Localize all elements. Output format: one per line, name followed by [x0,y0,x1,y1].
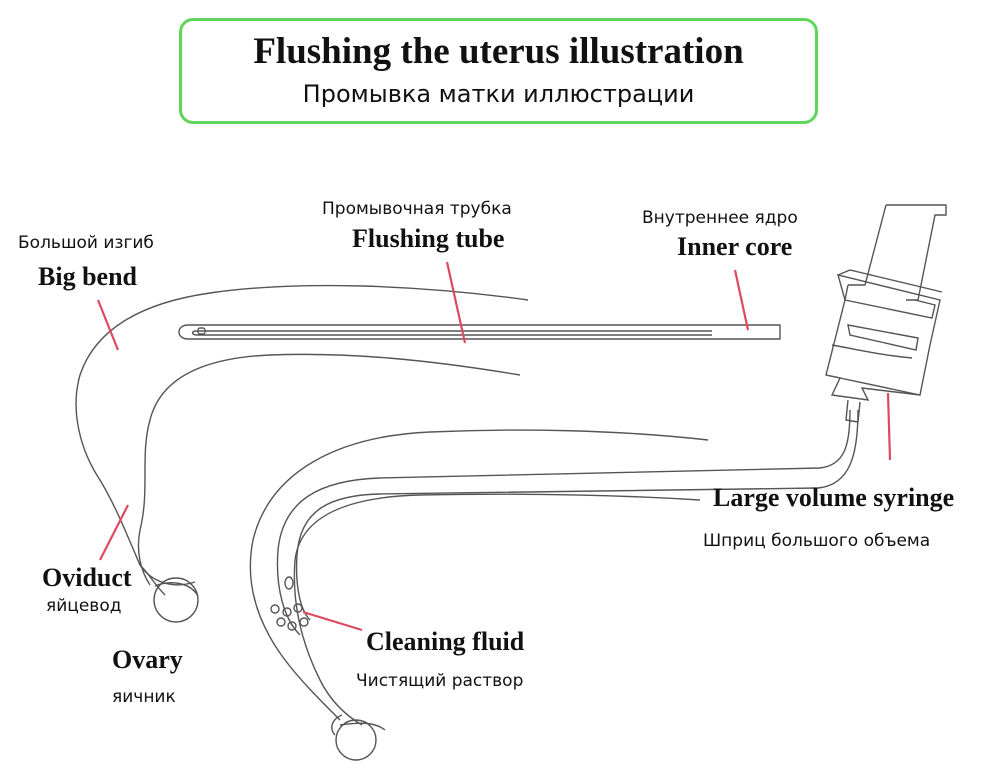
label-flushing-tube-en: Flushing tube [352,224,504,253]
upper-uterine-horn [75,284,529,586]
pointer-inner-core [733,269,750,331]
lower-uterine-horn [249,409,859,761]
label-oviduct-en: Oviduct [42,563,132,592]
label-inner-core-en: Inner core [677,232,792,261]
ovary-shape [153,577,199,623]
label-cleaning-fluid-ru: Чистящий раствор [356,671,523,691]
lower-ovary-shape [335,719,377,761]
oviduct-ovary-left [139,564,199,623]
title-box: Flushing the uterus illustration Промывк… [179,18,818,124]
flushing-tube-shape [178,324,781,340]
pointer-big-bend [96,299,120,351]
pointer-syringe [886,392,892,461]
title-russian: Промывка матки иллюстрации [302,80,695,108]
pointer-oviduct [99,504,129,561]
label-oviduct-ru: яйцевод [46,596,121,616]
label-inner-core-ru: Внутреннее ядро [642,208,798,228]
label-flushing-tube-ru: Промывочная трубка [322,199,512,219]
title-english: Flushing the uterus illustration [253,31,744,72]
label-cleaning-fluid-en: Cleaning fluid [366,627,525,656]
label-big-bend-en: Big bend [38,262,138,291]
pointer-cleaning-fluid [302,610,363,632]
label-ovary-ru: яичник [112,687,176,707]
syringe-shape [825,204,947,423]
label-big-bend-ru: Большой изгиб [18,233,154,253]
pointer-flushing-tube [445,261,467,344]
label-syringe-en: Large volume syringe [713,483,954,512]
label-ovary-en: Ovary [112,645,183,674]
label-syringe-ru: Шприц большого объема [703,531,930,551]
